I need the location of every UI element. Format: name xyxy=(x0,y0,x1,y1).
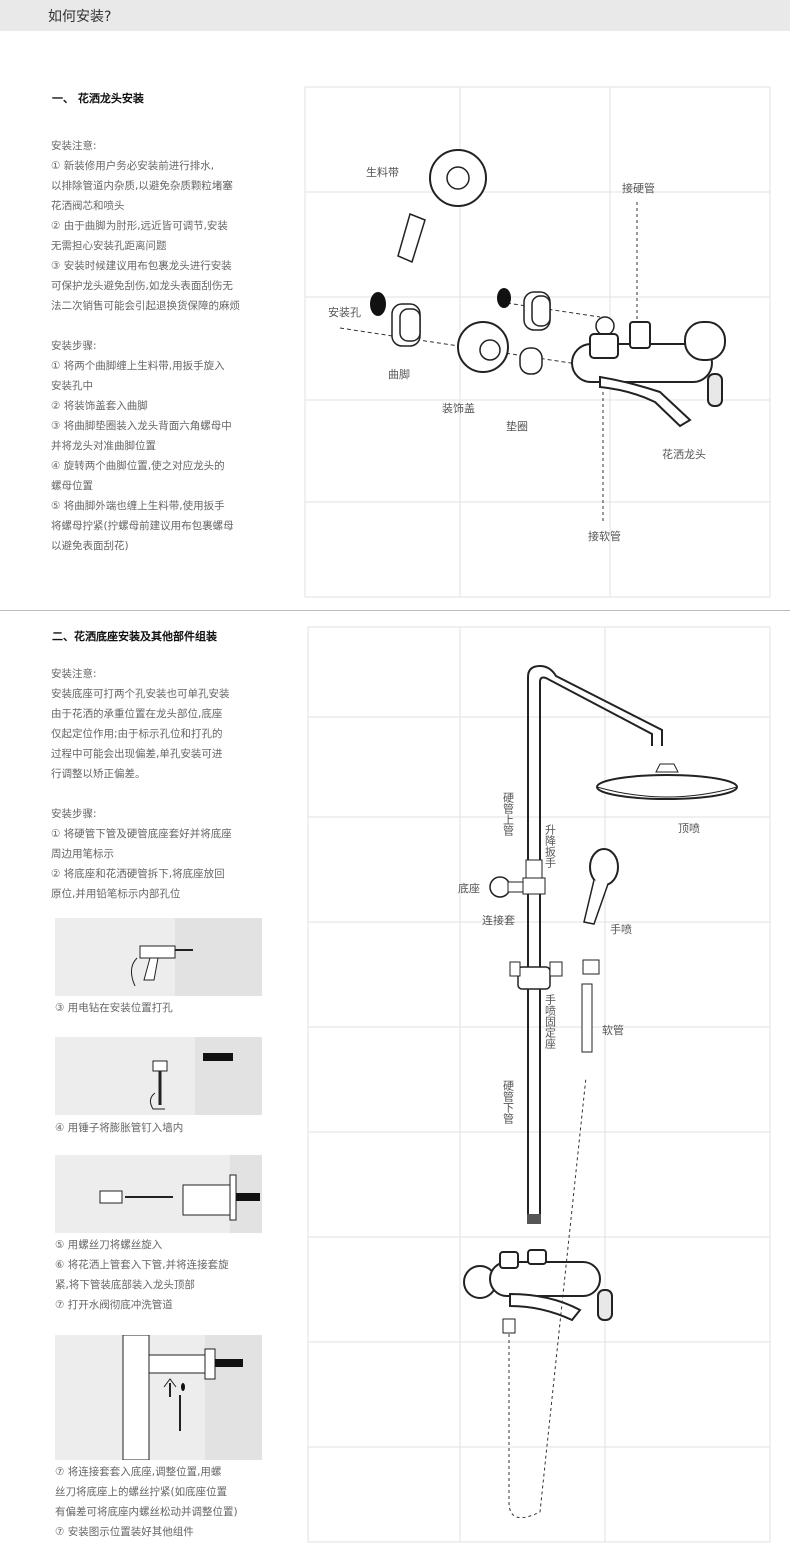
section2-text: 安装注意: 安装底座可打两个孔安装也可单孔安装 由于花洒的承重位置在龙头部位,底… xyxy=(51,664,281,904)
label-hand-spray: 手喷 xyxy=(610,922,632,936)
note-line: ② 由于曲脚为肘形,远近皆可调节,安装 xyxy=(51,220,228,232)
label-hard-pipe: 接硬管 xyxy=(622,181,655,195)
step-line: 螺母位置 xyxy=(51,480,93,492)
steps-heading: 安装步骤: xyxy=(51,340,97,352)
top-spray-icon xyxy=(596,763,738,800)
hose-route-line xyxy=(508,1076,587,1519)
step-line: ① 将硬管下管及硬管底座套好并将底座 xyxy=(51,828,232,840)
step-line: 安装孔中 xyxy=(51,380,93,392)
step-line: ④ 旋转两个曲脚位置,使之对应龙头的 xyxy=(51,460,225,472)
note-line: 花洒阀芯和喷头 xyxy=(51,200,125,212)
base-bracket-icon xyxy=(489,876,511,898)
note-line: 过程中可能会出现偏差,单孔安装可进 xyxy=(51,748,223,760)
screwdriver-icon xyxy=(99,1155,262,1233)
base-icon xyxy=(122,1335,262,1460)
note-line: 可保护龙头避免刮伤,如龙头表面刮伤无 xyxy=(51,280,233,292)
label-holder: 手喷固定座 xyxy=(544,993,557,1049)
step-line: 周边用笔标示 xyxy=(51,848,114,860)
label-base: 底座 xyxy=(458,881,480,895)
base-illustration xyxy=(55,1335,262,1460)
label-top-spray: 顶喷 xyxy=(678,822,700,835)
step-line: 并将龙头对准曲脚位置 xyxy=(51,440,156,452)
page-header: 如何安装? xyxy=(0,0,790,31)
hose-icon xyxy=(581,983,593,1053)
label-hole: 安装孔 xyxy=(328,305,361,319)
caption-line: ⑦ 将连接套套入底座,调整位置,用螺 xyxy=(55,1466,222,1478)
base-caption: ⑦ 将连接套套入底座,调整位置,用螺 丝刀将底座上的螺丝拧紧(如底座位置 有偏差… xyxy=(55,1462,285,1542)
label-faucet: 花洒龙头 xyxy=(662,448,706,461)
caption-line: ⑦ 安装图示位置装好其他组件 xyxy=(55,1526,194,1538)
caption-line: 丝刀将底座上的螺丝拧紧(如底座位置 xyxy=(55,1486,228,1498)
faucet-icon xyxy=(571,321,726,428)
hammer-icon xyxy=(149,1037,262,1115)
hole-icon xyxy=(370,292,386,316)
thread-icon xyxy=(527,1214,541,1224)
caption-line: 有偏差可将底座内螺丝松动并调整位置) xyxy=(55,1506,238,1518)
screw-caption: ⑤ 用螺丝刀将螺丝旋入 ⑥ 将花洒上管套入下管,并将连接套旋 紧,将下管装底部装… xyxy=(55,1235,285,1315)
caption-line: ⑦ 打开水阀彻底冲洗管道 xyxy=(55,1299,173,1311)
inlet-icon xyxy=(502,1318,516,1334)
page-title: 如何安装? xyxy=(48,9,112,25)
screw-illustration xyxy=(55,1155,262,1233)
tape-icon xyxy=(397,149,487,264)
hole-icon xyxy=(497,288,511,308)
tile-grid xyxy=(307,626,771,1543)
faucet-install-diagram: 生料带 接硬管 安装孔 曲脚 装饰盖 垫圈 花洒龙头 接软管 xyxy=(304,86,771,598)
connector-icon xyxy=(522,877,546,895)
label-gasket: 垫圈 xyxy=(506,419,528,433)
riser-pipe xyxy=(527,664,663,1217)
step-line: 以避免表面刮花) xyxy=(51,540,129,552)
label-upper-pipe: 硬管上管 xyxy=(502,792,515,837)
caption-line: 紧,将下管装底部装入龙头顶部 xyxy=(55,1279,195,1291)
note-line: 行调整以矫正偏差。 xyxy=(51,768,146,780)
step-line: ② 将装饰盖套入曲脚 xyxy=(51,400,148,412)
label-tape: 生料带 xyxy=(366,165,399,179)
step-line: ⑤ 将曲脚外端也缠上生料带,使用扳手 xyxy=(51,500,225,512)
drill-caption: ③ 用电钻在安装位置打孔 xyxy=(55,1002,173,1014)
hammer-caption: ④ 用锤子将膨胀管钉入墙内 xyxy=(55,1122,184,1134)
label-soft-pipe: 接软管 xyxy=(588,529,621,543)
notes-heading: 安装注意: xyxy=(51,668,97,680)
note-line: 法二次销售可能会引起退换货保障的麻烦 xyxy=(51,300,240,312)
faucet-icon xyxy=(463,1249,613,1322)
caption-line: ⑤ 用螺丝刀将螺丝旋入 xyxy=(55,1239,163,1251)
holder-icon xyxy=(509,961,563,990)
step-line: 原位,并用铅笔标示内部孔位 xyxy=(51,888,181,900)
notes-heading: 安装注意: xyxy=(51,140,97,152)
note-line: 由于花洒的承重位置在龙头部位,底座 xyxy=(51,708,223,720)
label-lift-wrench: 升降扳手 xyxy=(544,824,557,869)
hose-nut-icon xyxy=(582,959,600,975)
drill-illustration xyxy=(55,918,262,996)
elbow-icon xyxy=(391,291,551,347)
shower-assembly-diagram: 硬管上管 升降扳手 手喷固定座 硬管下管 顶喷 底座 连接套 手喷 软管 xyxy=(307,626,771,1543)
note-line: 以排除管道内杂质,以避免杂质颗粒堵塞 xyxy=(51,180,233,192)
label-hose: 软管 xyxy=(602,1023,624,1037)
hammer-illustration xyxy=(55,1037,262,1115)
note-line: ③ 安装时候建议用布包裹龙头进行安装 xyxy=(51,260,232,272)
gasket-icon xyxy=(519,347,543,375)
section1-title: 一、 花洒龙头安装 xyxy=(52,92,144,105)
steps-heading: 安装步骤: xyxy=(51,808,97,820)
note-line: ① 新装修用户务必安装前进行排水, xyxy=(51,160,215,172)
section1-text: 安装注意: ① 新装修用户务必安装前进行排水, 以排除管道内杂质,以避免杂质颗粒… xyxy=(51,136,281,556)
step-line: 将螺母拧紧(拧螺母前建议用布包裹螺母 xyxy=(51,520,234,532)
hand-spray-icon xyxy=(583,848,619,925)
step-line: ① 将两个曲脚缠上生料带,用扳手旋入 xyxy=(51,360,225,372)
label-elbow: 曲脚 xyxy=(388,367,410,381)
caption-line: ⑥ 将花洒上管套入下管,并将连接套旋 xyxy=(55,1259,229,1271)
note-line: 安装底座可打两个孔安装也可单孔安装 xyxy=(51,688,230,700)
label-lower-pipe: 硬管下管 xyxy=(502,1080,515,1125)
step-line: ② 将底座和花洒硬管拆下,将底座放回 xyxy=(51,868,225,880)
step-line: ③ 将曲脚垫圈装入龙头背面六角螺母中 xyxy=(51,420,232,432)
drill-icon xyxy=(131,918,262,996)
note-line: 无需担心安装孔距离问题 xyxy=(51,240,167,252)
section-divider xyxy=(0,610,790,611)
label-connector: 连接套 xyxy=(482,914,515,927)
label-cover: 装饰盖 xyxy=(442,401,475,415)
note-line: 仅起定位作用;由于标示孔位和打孔的 xyxy=(51,728,223,740)
section2-title: 二、花洒底座安装及其他部件组装 xyxy=(52,630,217,643)
